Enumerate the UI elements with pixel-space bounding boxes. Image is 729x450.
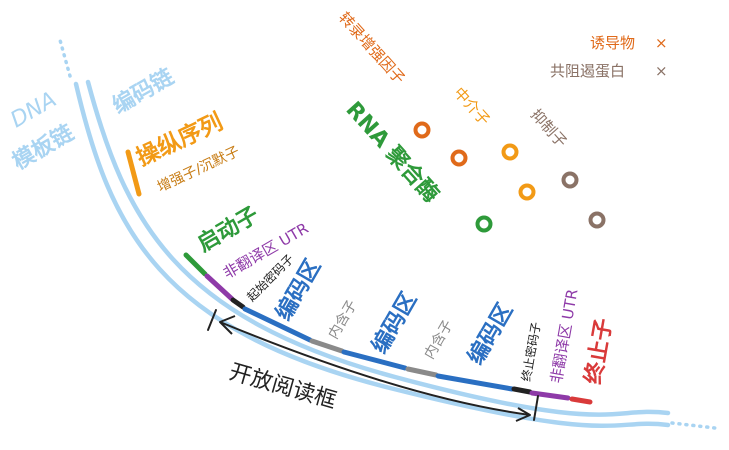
utr3-label: 非翻译区 UTR	[547, 288, 581, 385]
utr5-segment	[204, 273, 235, 302]
legend-corepressor-mark: ×	[655, 62, 668, 80]
transcription-factor-label: 转录增强因子	[335, 9, 409, 88]
legend-inducer-label: 诱导物	[590, 34, 635, 52]
utr3-segment	[529, 390, 571, 401]
repressor-ring-1	[561, 171, 579, 189]
start-codon-segment	[230, 297, 246, 310]
intron1-label: 内含子	[326, 298, 361, 342]
coding2-segment	[341, 349, 408, 371]
dna-label: DNA	[7, 87, 61, 133]
orf-arrow	[219, 321, 531, 416]
dna-upstream-dots	[58, 38, 72, 78]
terminator-label: 终止子	[580, 317, 617, 387]
intron2-label: 内含子	[422, 318, 457, 362]
stop-codon-segment	[511, 386, 533, 395]
terminator-segment	[569, 396, 593, 405]
transcription-factor-ring-2	[450, 149, 468, 167]
repressor-label: 抑制子	[527, 106, 570, 151]
rna-polymerase-label: RNA 聚合酶	[341, 97, 445, 208]
rna-polymerase-ring	[475, 215, 493, 233]
operator-segment	[125, 149, 142, 197]
coding-strand-label: 编码链	[108, 64, 178, 120]
legend-corepressor-label: 共阻遏蛋白	[550, 62, 625, 80]
coding2-label: 编码区	[367, 288, 423, 358]
coding1-segment	[242, 306, 313, 343]
promoter-segment	[183, 252, 208, 277]
orf-left-tick	[207, 309, 217, 331]
stop-codon-label: 终止密码子	[518, 321, 543, 383]
orf-arrow-head-left	[219, 315, 236, 335]
orf-right-tick	[533, 395, 539, 421]
intron1-segment	[309, 338, 345, 354]
transcription-factor-ring-1	[413, 121, 431, 139]
intron2-segment	[405, 366, 439, 378]
coding3-label: 编码区	[463, 299, 519, 369]
coding3-segment	[435, 373, 515, 392]
mediator-ring-1	[501, 143, 519, 161]
template-strand	[73, 81, 671, 429]
legend-inducer-mark: ×	[655, 34, 668, 52]
orf-arrow-head-right	[515, 407, 531, 422]
mediator-ring-2	[518, 183, 536, 201]
repressor-ring-2	[588, 211, 606, 229]
dna-downstream-dots	[670, 421, 717, 430]
mediator-label: 中介子	[450, 84, 493, 129]
coding-strand	[85, 79, 671, 417]
